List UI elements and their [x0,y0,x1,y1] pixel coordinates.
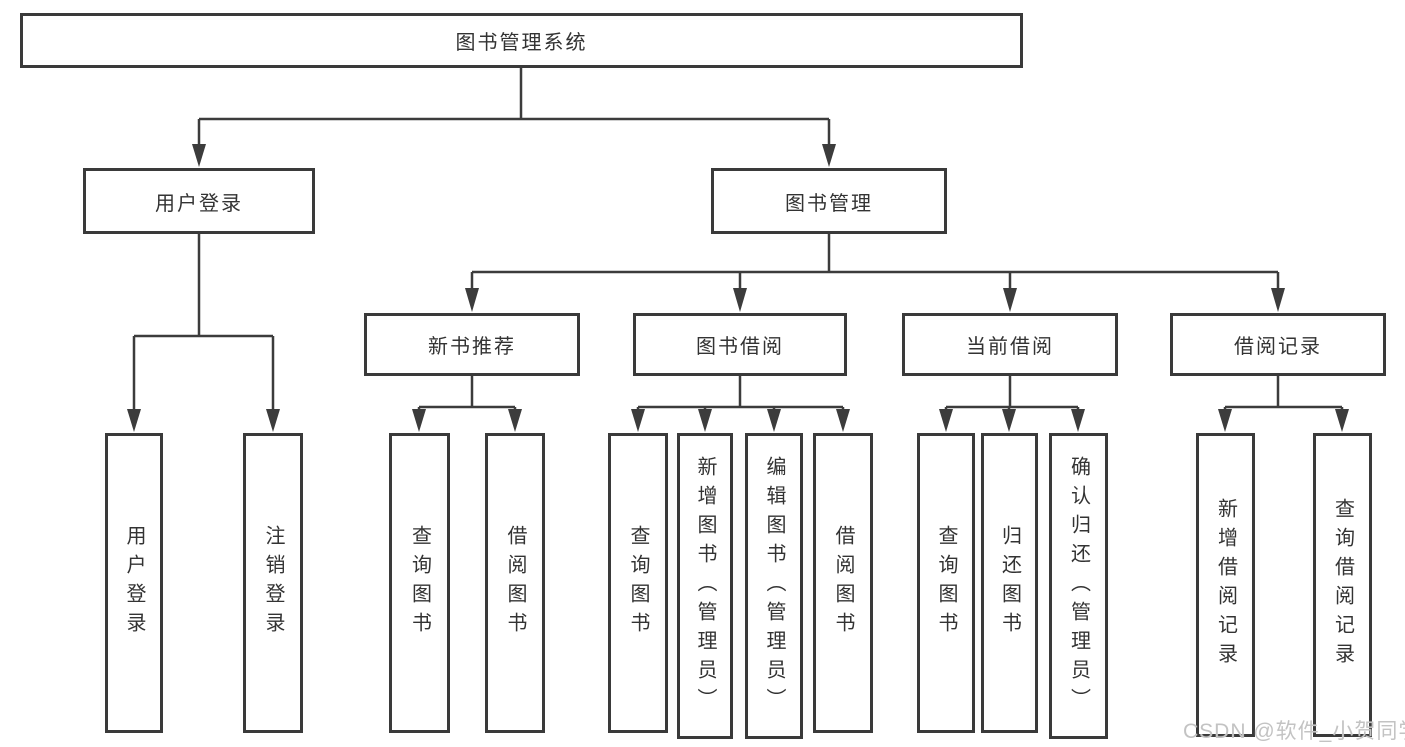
node-borrowing-records: 借阅记录 [1170,313,1386,376]
arrow-down-icon [698,409,712,432]
node-root-system: 图书管理系统 [20,13,1023,68]
csdn-watermark: CSDN @软件_小贺同学 [1183,720,1405,743]
node-book-management: 图书管理 [711,168,947,234]
leaf-query-books-current: 查询图书 [917,433,975,733]
arrow-down-icon [266,409,280,432]
node-new-book-recommend: 新书推荐 [364,313,580,376]
leaf-query-books-borrowing: 查询图书 [608,433,668,733]
node-label: 用户登录 [155,192,243,215]
leaf-label: 查询图书 [627,525,649,641]
leaf-query-borrow-record: 查询借阅记录 [1313,433,1372,737]
leaf-label: 确认归还（管理员） [1067,455,1090,717]
leaf-return-books: 归还图书 [981,433,1038,733]
node-label: 新书推荐 [428,336,516,358]
node-label: 借阅记录 [1234,336,1322,358]
connector-borrow-records-to-leaves [1223,376,1344,413]
leaf-label: 注销登录 [262,525,284,641]
arrow-down-icon [939,409,953,432]
leaf-edit-book-admin: 编辑图书（管理员） [745,433,803,739]
leaf-borrow-books-borrowing: 借阅图书 [813,433,873,733]
connector-user-login-to-leaves [132,234,275,413]
leaf-add-book-admin: 新增图书（管理员） [677,433,733,739]
leaf-label: 新增借阅记录 [1214,498,1237,672]
node-label: 图书借阅 [696,336,784,358]
node-label: 图书管理 [785,192,873,215]
leaf-confirm-return-admin: 确认归还（管理员） [1049,433,1108,739]
arrow-down-icon [127,409,141,432]
arrow-down-icon [508,409,522,432]
connector-new-book-to-leaves [417,376,517,413]
leaf-label: 借阅图书 [504,525,526,641]
arrow-down-icon [733,288,747,312]
node-current-borrowing: 当前借阅 [902,313,1118,376]
arrow-down-icon [192,144,206,167]
leaf-add-borrow-record: 新增借阅记录 [1196,433,1255,737]
arrow-down-icon [1003,288,1017,312]
arrow-down-icon [412,409,426,432]
arrow-down-icon [1335,409,1349,432]
leaf-label: 查询图书 [408,525,431,641]
leaf-user-login: 用户登录 [105,433,163,733]
arrow-down-icon [1002,409,1016,432]
connector-book-borrow-to-leaves [636,376,845,413]
leaf-label: 新增图书（管理员） [694,455,716,717]
leaf-label: 查询图书 [935,525,957,641]
leaf-label: 借阅图书 [832,525,854,641]
arrow-down-icon [1071,409,1085,432]
connector-current-borrow-to-leaves [944,376,1080,413]
connector-root-to-level2 [197,68,831,148]
arrow-down-icon [1218,409,1232,432]
arrowheads [127,144,1349,432]
arrow-down-icon [822,144,836,167]
leaf-label: 查询借阅记录 [1331,498,1354,672]
leaf-query-books-recommend: 查询图书 [389,433,450,733]
arrow-down-icon [465,288,479,312]
leaf-logout: 注销登录 [243,433,303,733]
node-user-login: 用户登录 [83,168,315,234]
leaf-label: 编辑图书（管理员） [763,455,785,717]
arrow-down-icon [767,409,781,432]
arrow-down-icon [1271,288,1285,312]
arrow-down-icon [631,409,645,432]
leaf-label: 用户登录 [123,525,145,641]
connector-book-mgmt-to-level3 [470,234,1280,292]
node-label: 图书管理系统 [455,32,588,54]
node-book-borrowing: 图书借阅 [633,313,847,376]
leaf-label: 归还图书 [998,525,1021,641]
node-label: 当前借阅 [966,336,1054,358]
leaf-borrow-books-recommend: 借阅图书 [485,433,545,733]
arrow-down-icon [836,409,850,432]
